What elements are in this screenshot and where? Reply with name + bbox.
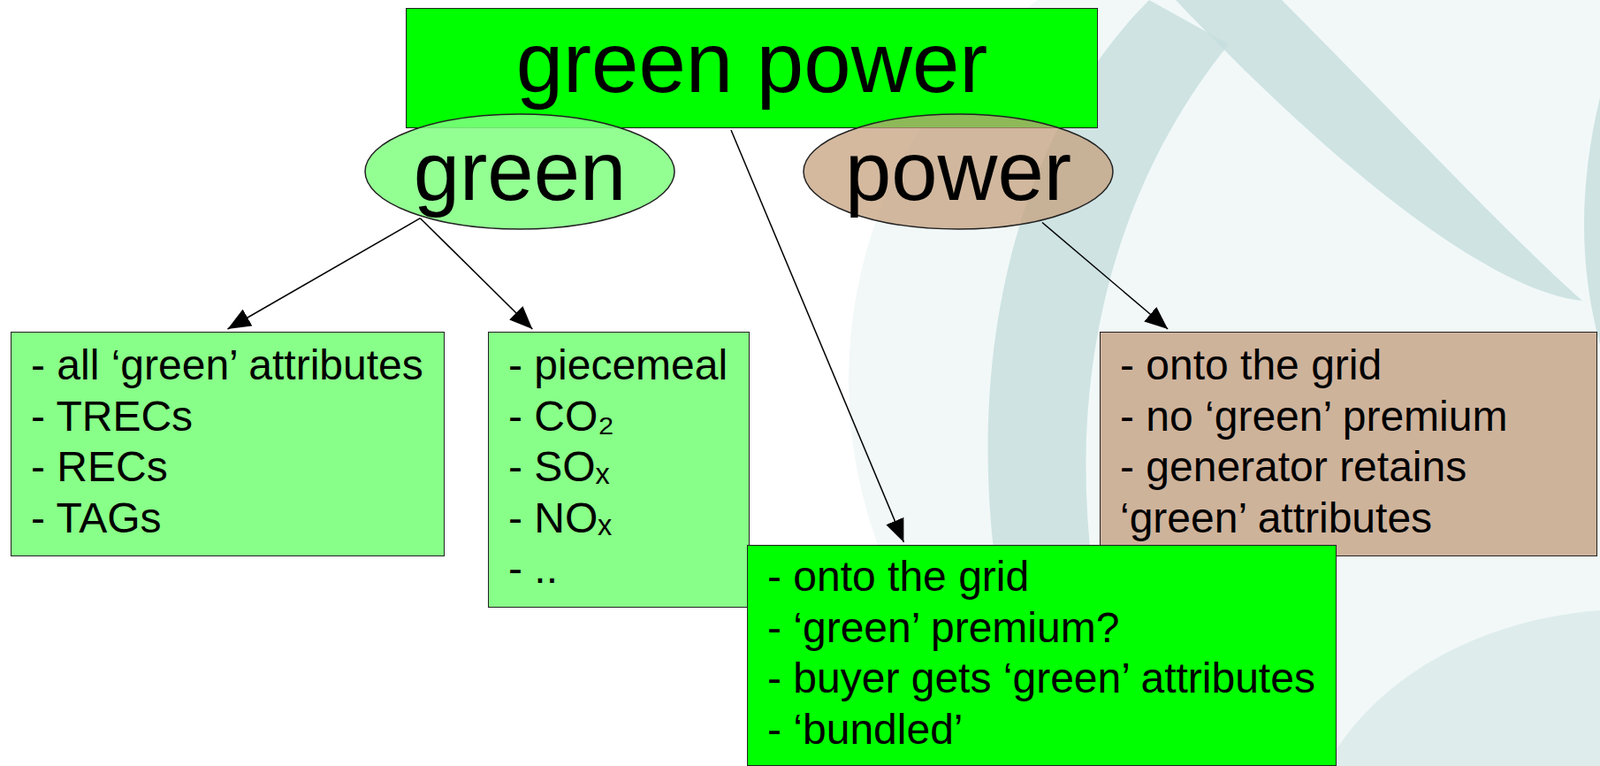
arrow-connector [419, 218, 533, 329]
bundled-box: - onto the grid- ‘green’ premium?- buyer… [746, 544, 1337, 766]
bullet-line: - all ‘green’ attributes [30, 339, 424, 391]
globe-leaf [1175, 0, 1583, 301]
bullet-line: - no ‘green’ premium [1120, 390, 1508, 442]
bullet-line: - ‘green’ premium? [767, 601, 1120, 654]
bullet-line: - TAGs [30, 492, 162, 544]
arrow-connector [228, 218, 421, 329]
arrow-connector [1042, 222, 1168, 330]
bullet-line: - piecemeal [508, 339, 728, 391]
bullet-line: - onto the grid [767, 550, 1029, 602]
bullet-line: - ‘bundled’ [767, 703, 963, 755]
globe-arc [1584, 97, 1600, 345]
bullet-line: - NOₓ [508, 492, 612, 544]
green-ellipse: green [364, 113, 676, 230]
power-ellipse: power [802, 113, 1114, 230]
bullet-line: - buyer gets ‘green’ attributes [767, 652, 1316, 704]
node-label: green power [516, 14, 989, 112]
bullet-line: - generator retains ‘green’ attributes [1120, 441, 1579, 543]
power-box: - onto the grid- no ‘green’ premium- gen… [1099, 331, 1598, 557]
node-label: power [845, 123, 1072, 220]
pollutant-box: - piecemeal- CO₂- SOₓ- NOₓ- .. [487, 331, 750, 608]
bullet-line: - RECs [30, 441, 168, 493]
title-box: green power [405, 7, 1098, 129]
bullet-line: - onto the grid [1120, 339, 1382, 391]
bullet-line: - .. [508, 542, 558, 595]
bullet-line: - SOₓ [508, 441, 610, 493]
globe-base [1325, 609, 1600, 766]
node-label: green [413, 123, 626, 220]
attribute-box: - all ‘green’ attributes- TRECs- RECs- T… [10, 331, 445, 557]
bullet-line: - CO₂ [508, 390, 615, 442]
bullet-line: - TRECs [30, 390, 193, 442]
